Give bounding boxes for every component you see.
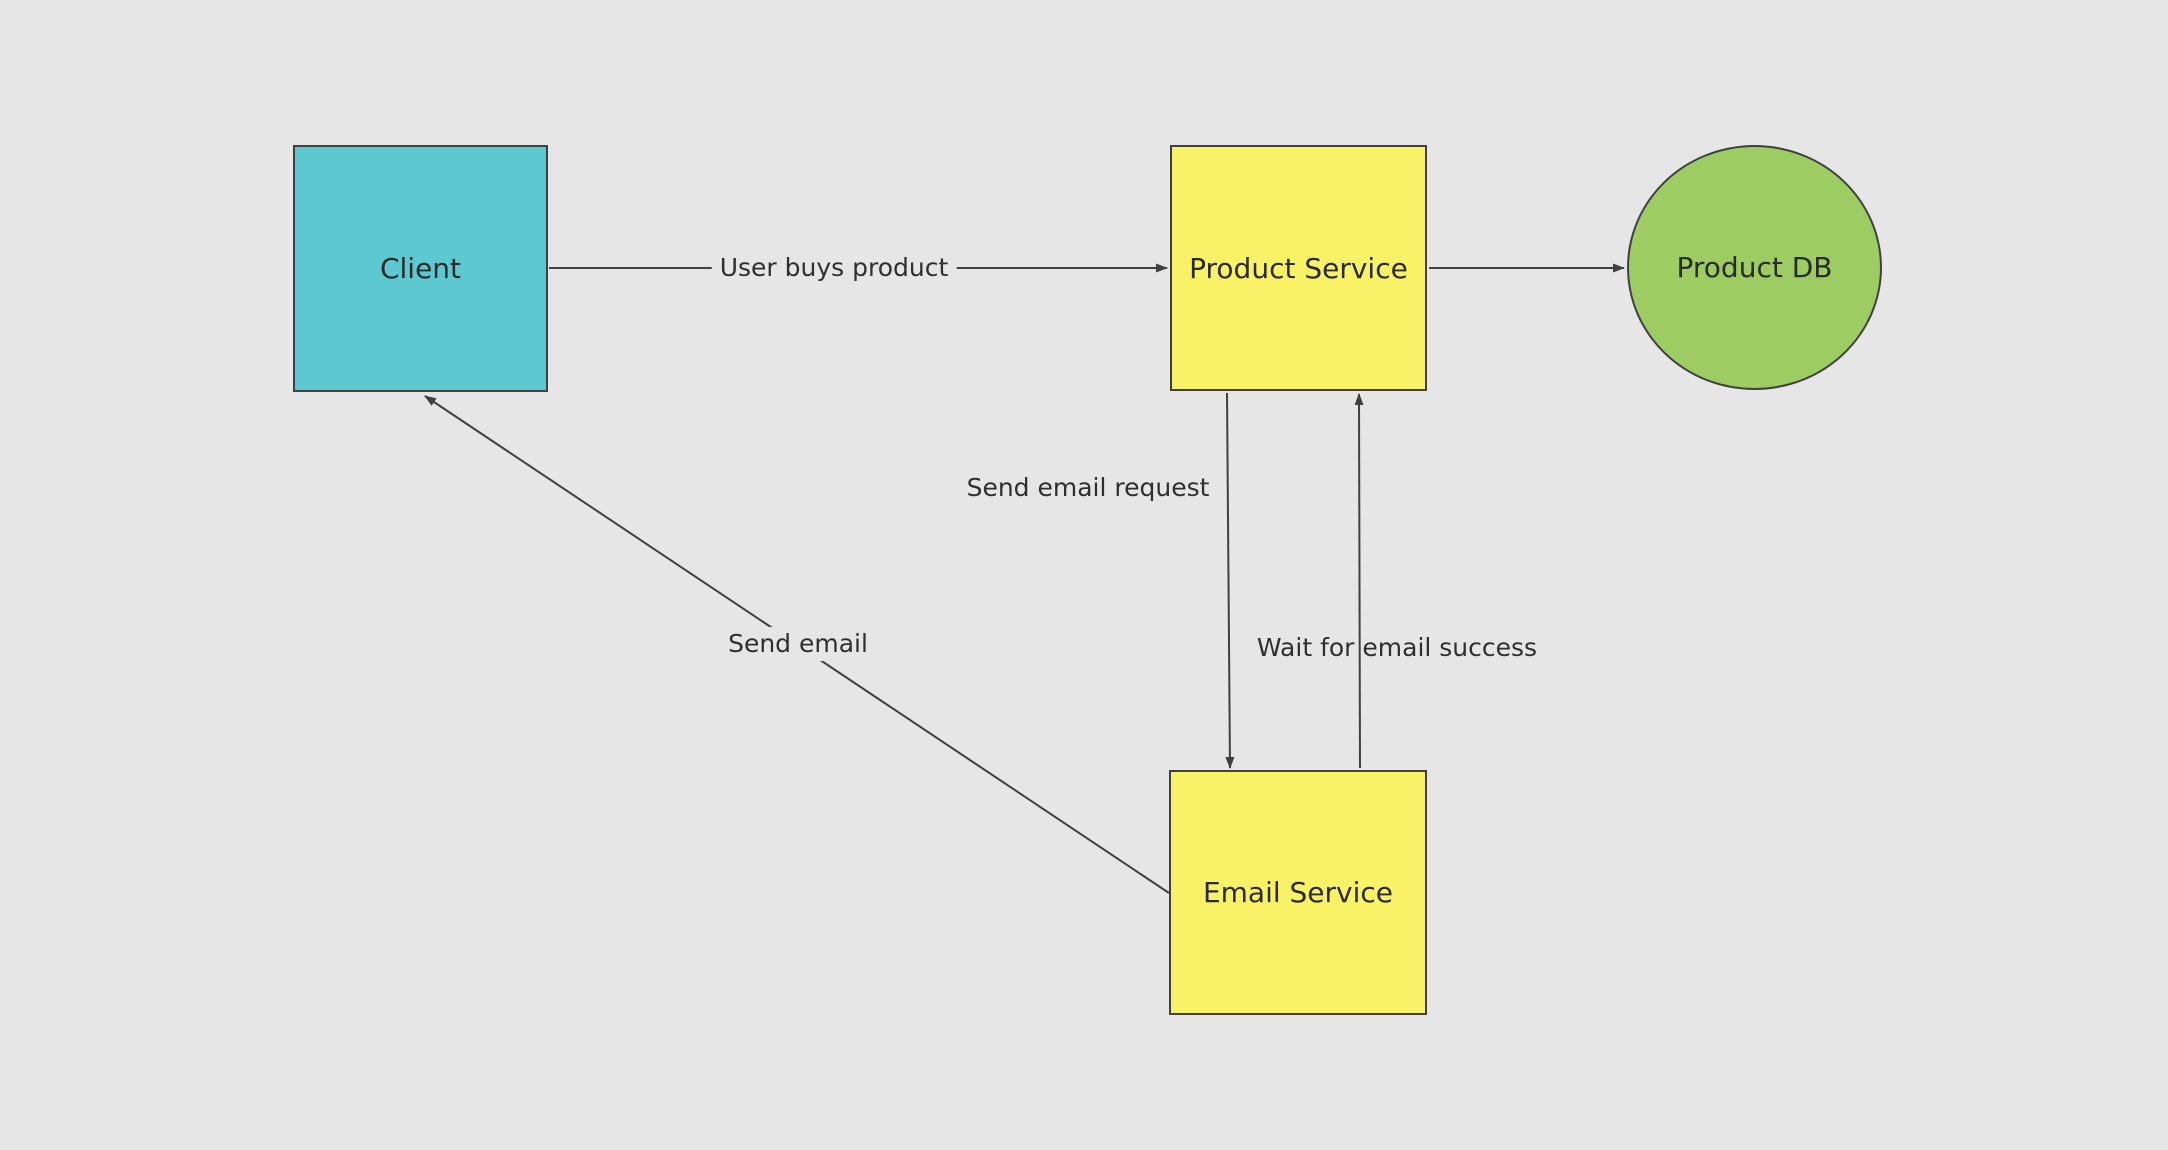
node-product-db[interactable]: Product DB xyxy=(1627,145,1882,390)
node-product-service[interactable]: Product Service xyxy=(1170,145,1427,391)
edge-email-service-to-product-service xyxy=(1354,393,1364,769)
node-product-service-label: Product Service xyxy=(1189,251,1408,285)
edge-label-send-email-request: Send email request xyxy=(958,471,1218,505)
edge-label-wait-for-email-success: Wait for email success xyxy=(1256,633,1538,662)
node-client-label: Client xyxy=(379,252,462,285)
node-product-db-label: Product DB xyxy=(1676,251,1833,284)
node-email-service[interactable]: Email Service xyxy=(1169,770,1427,1015)
edge-label-user-buys-product: User buys product xyxy=(711,251,957,285)
edge-label-send-email: Send email xyxy=(720,627,876,661)
edge-product-service-to-email-service xyxy=(1225,392,1235,769)
node-client[interactable]: Client xyxy=(293,145,548,392)
node-email-service-label: Email Service xyxy=(1202,876,1394,909)
